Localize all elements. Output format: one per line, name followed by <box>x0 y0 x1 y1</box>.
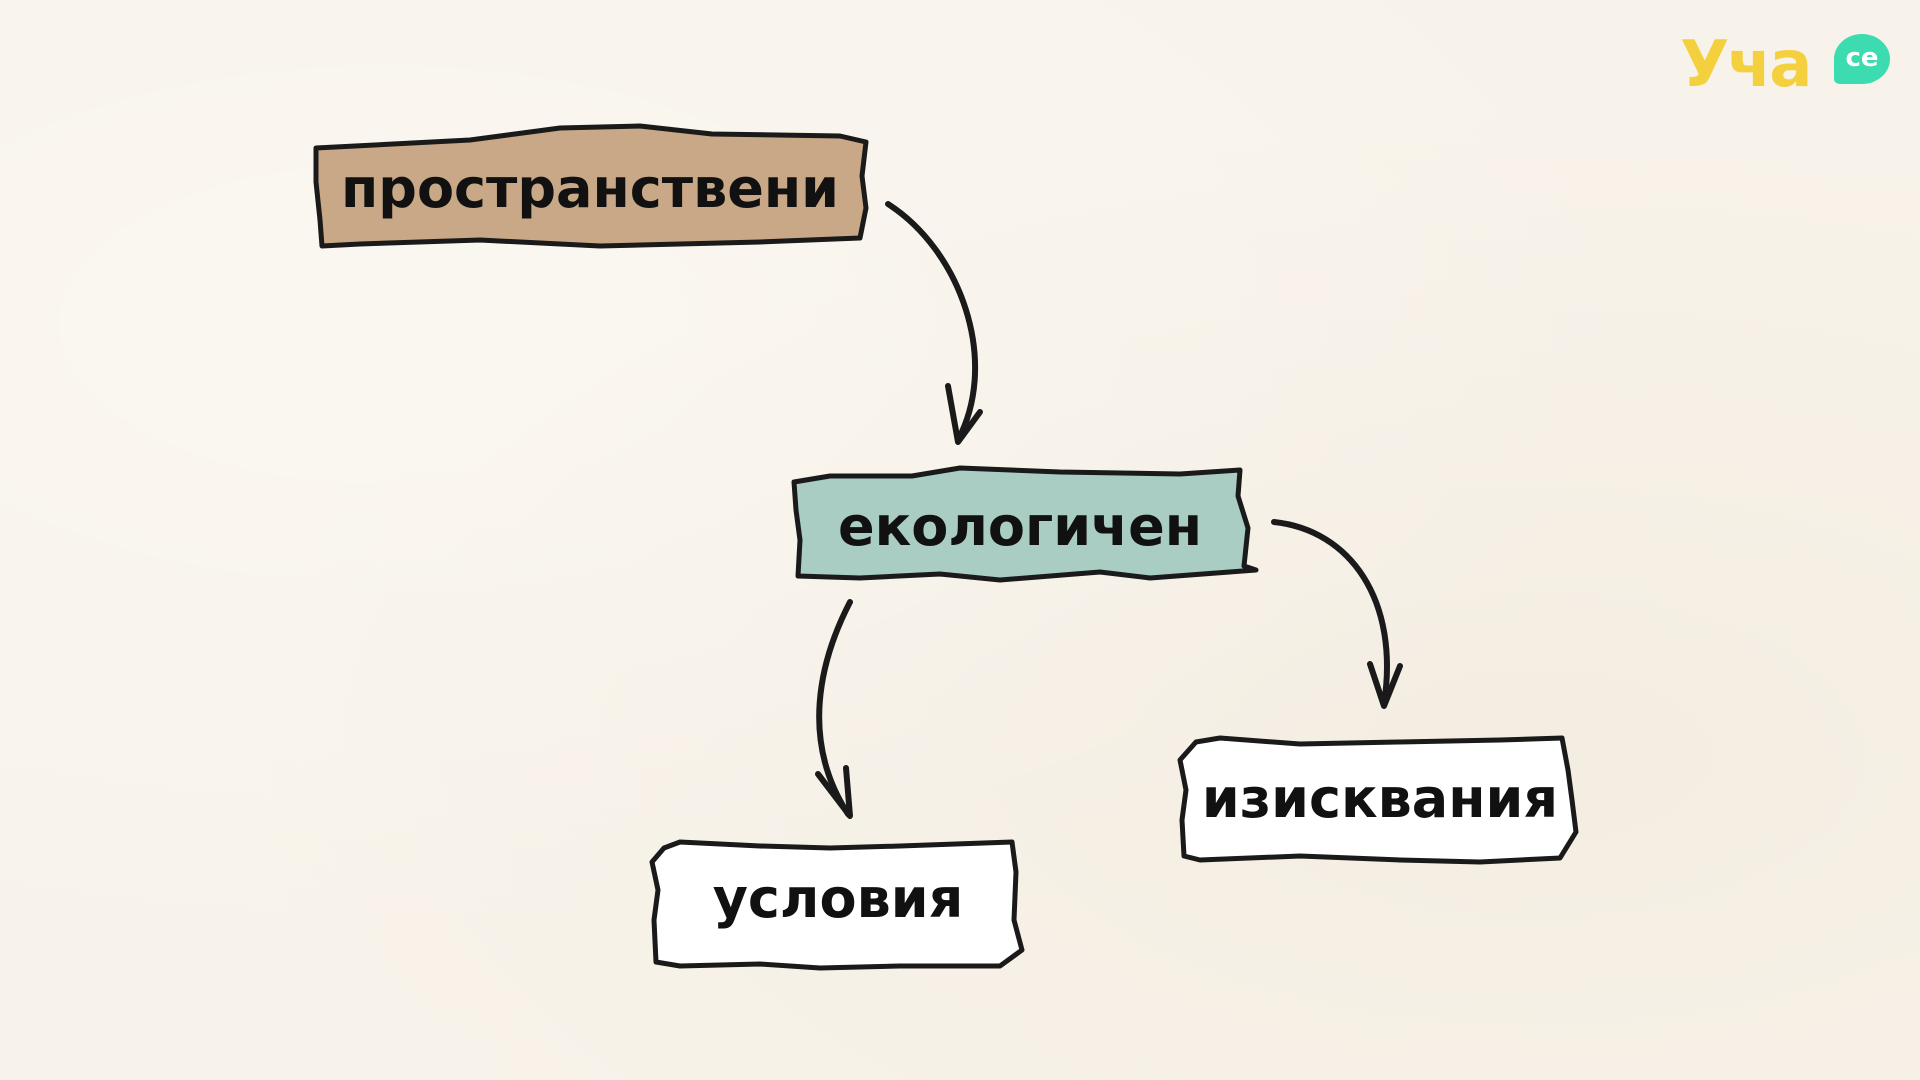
node-box-requirements <box>1177 735 1579 865</box>
node-box-spatial <box>313 123 869 249</box>
arrow-ecological-to-requirements <box>1271 519 1390 707</box>
node-box-ecological <box>791 465 1259 583</box>
arrowhead-spatial-to-ecological <box>945 383 983 445</box>
node-label-ecological: екологичен <box>837 495 1203 558</box>
brand-logo-text: Уча <box>1680 28 1812 102</box>
node-label-requirements: изисквания <box>1201 767 1559 830</box>
node-label-conditions: условия <box>712 867 964 930</box>
brand-logo-badge: се <box>1834 34 1890 84</box>
arrow-ecological-to-conditions <box>816 599 853 817</box>
arrowhead-ecological-to-requirements <box>1367 661 1403 709</box>
node-label-spatial: пространствени <box>340 157 840 220</box>
node-box-conditions <box>649 839 1025 971</box>
brand-logo: Уча се <box>1680 26 1890 106</box>
arrowhead-ecological-to-conditions <box>815 765 853 819</box>
arrow-spatial-to-ecological <box>885 201 979 443</box>
